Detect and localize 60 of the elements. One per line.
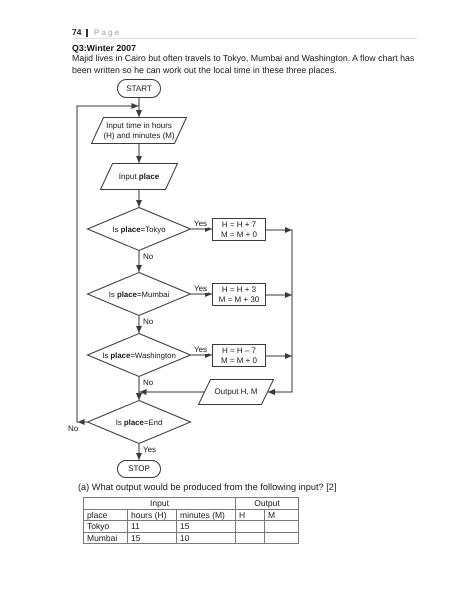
flow-arrow xyxy=(136,250,142,272)
flow-arrow xyxy=(136,144,142,164)
table-cell: 15 xyxy=(177,521,236,533)
table-cell: Tokyo xyxy=(84,521,128,533)
column-header: hours (H) xyxy=(128,510,177,522)
decision-diamond xyxy=(87,400,191,444)
flow-arrow xyxy=(136,190,142,208)
terminal-label: START xyxy=(126,84,152,94)
flow-arrow xyxy=(136,389,204,400)
decision-diamond xyxy=(87,207,191,251)
assignment-text: M = M + 0 xyxy=(220,230,257,239)
input-output-label: Input place xyxy=(118,172,160,182)
input-output-label: Output H, M xyxy=(214,387,258,397)
question-text: (a) What output would be produced from the following input? [2] xyxy=(78,481,336,493)
decision-diamond xyxy=(87,333,191,377)
table-cell: Mumbai xyxy=(84,532,128,544)
input-output-shape xyxy=(100,163,178,190)
assignment-text: H = H + 7 xyxy=(222,220,256,230)
page-number: 74 xyxy=(72,27,82,38)
column-header: place xyxy=(84,510,128,522)
assignment-text: M = M + 30 xyxy=(218,294,260,304)
assignment-text: M = M + 0 xyxy=(220,356,257,365)
flow-arrow xyxy=(266,353,292,395)
edge-label: No xyxy=(67,424,80,433)
flow-arrow xyxy=(76,103,142,425)
question-title: Q3:Winter 2007 xyxy=(72,42,136,54)
intro-paragraph: Majid lives in Cairo but often travels to Tokyo, Mumbai and Washington. A flow chart has been written so he can work out the local time in these three places. xyxy=(72,53,416,77)
edge-label: Yes xyxy=(193,219,208,228)
terminal-shape xyxy=(117,79,161,98)
input-output-shape xyxy=(91,117,187,144)
edge-label: No xyxy=(142,317,154,326)
input-output-shape xyxy=(198,379,274,405)
assignment-text: H = H + 3 xyxy=(222,285,256,294)
edge-label: Yes xyxy=(193,345,208,354)
table-cell: 15 xyxy=(128,532,177,544)
decision-diamond xyxy=(87,272,191,316)
table-cell: 10 xyxy=(177,532,236,544)
column-header: H xyxy=(236,510,265,522)
flow-arrow xyxy=(190,291,212,297)
flow-arrow xyxy=(136,316,142,334)
flow-arrow xyxy=(190,352,212,358)
process-box xyxy=(212,344,266,367)
group-header: Input xyxy=(84,498,236,510)
flow-arrow xyxy=(190,226,212,232)
process-box xyxy=(212,283,266,306)
column-header: minutes (M) xyxy=(177,510,236,522)
edge-label: Yes xyxy=(142,445,158,454)
terminal-shape xyxy=(117,460,161,478)
table-cell: 11 xyxy=(128,521,177,533)
terminal-label: STOP xyxy=(128,464,150,474)
group-header: Output xyxy=(236,498,299,510)
edge-label: Yes xyxy=(193,284,208,293)
flow-arrow xyxy=(136,444,142,460)
page-label: Page xyxy=(94,27,122,38)
edge-label: No xyxy=(142,378,154,387)
edge-label: No xyxy=(142,252,154,261)
assignment-text: H = H – 7 xyxy=(222,346,256,356)
process-box xyxy=(212,218,266,241)
input-output-label: Input time in hours (H) and minutes (M) xyxy=(102,120,176,140)
column-header: M xyxy=(265,510,299,522)
